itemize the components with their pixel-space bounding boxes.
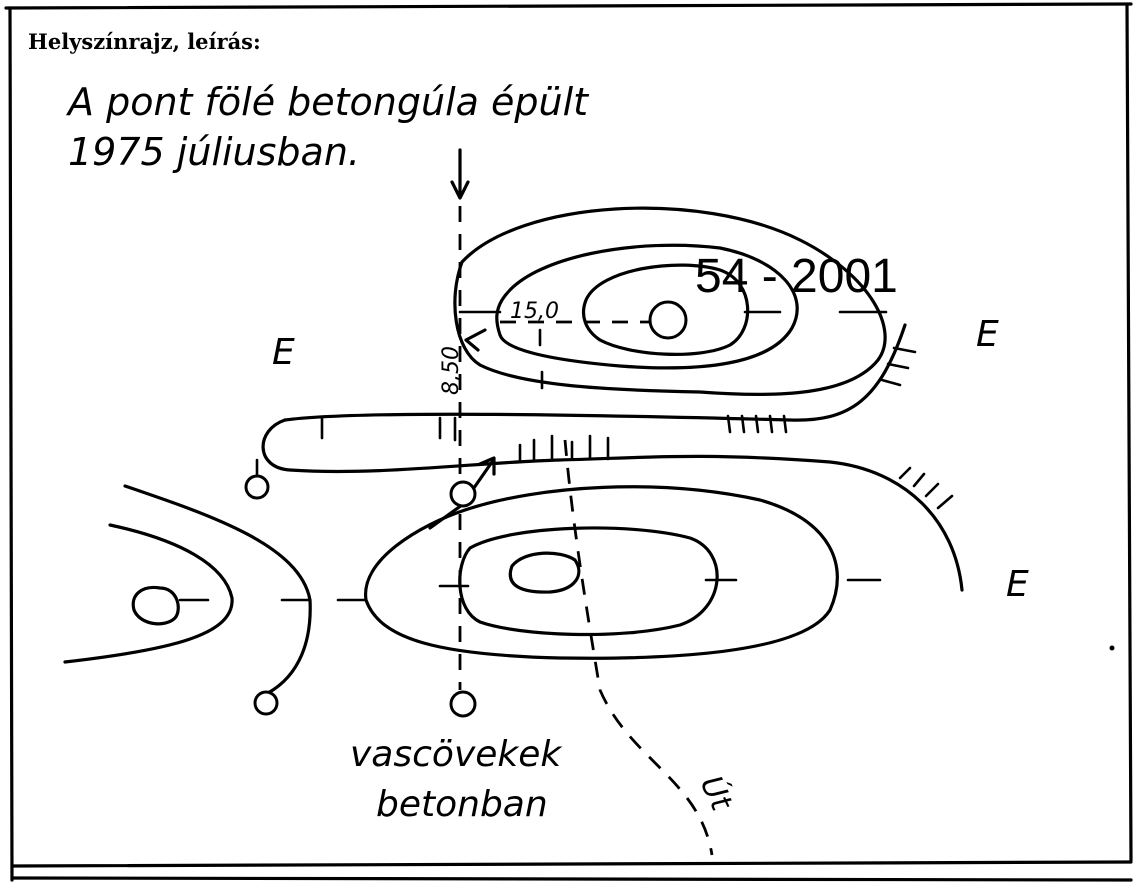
- road-label: Út: [693, 770, 741, 817]
- stake-marker: [449, 690, 477, 718]
- description-line-1: A pont fölé betongúla épült: [65, 80, 590, 124]
- triangulation-point-marker: [648, 300, 688, 340]
- stake-marker: [244, 474, 270, 500]
- markers-caption-line-2: betonban: [376, 784, 548, 825]
- land-use-label: E: [272, 332, 295, 373]
- contour-lines: [63, 206, 964, 695]
- arrow-north: [450, 148, 470, 200]
- contour-upper-inner: [581, 263, 750, 356]
- slope-hatches: [320, 346, 954, 510]
- distance-label-a: 15,0: [510, 299, 559, 324]
- description-line-2: 1975 júliusban.: [68, 130, 360, 174]
- card-frame: [4, 2, 1133, 882]
- contour-lower-outer: [364, 485, 839, 660]
- contour-left-middle: [63, 523, 234, 664]
- contour-left-inner: [131, 585, 180, 626]
- stake-marker: [449, 480, 477, 508]
- distance-label-b: 8,50: [439, 346, 464, 395]
- arrow-measure: [428, 328, 496, 530]
- contour-lower-middle: [458, 526, 719, 637]
- point-id-label: 54 - 2001: [695, 250, 898, 303]
- contour-upper-middle: [495, 243, 799, 370]
- land-use-label: E: [1006, 564, 1029, 605]
- iron-stakes: [244, 458, 477, 718]
- ink-dot: [1109, 645, 1115, 651]
- terrace-line: [283, 323, 907, 422]
- land-use-label: E: [976, 314, 999, 355]
- axis-ticks: [178, 310, 888, 602]
- reference-lines: [458, 150, 714, 856]
- section-heading: Helyszínrajz, leírás:: [28, 29, 261, 54]
- markers-caption-line-1: vascövekek: [350, 734, 563, 775]
- stake-marker: [253, 690, 279, 716]
- contour-upper-outer: [453, 206, 887, 397]
- road-dashed-line: [563, 439, 714, 856]
- terrace-line-lower: [261, 418, 964, 592]
- contour-left-outer: [123, 484, 312, 695]
- contour-lower-inner: [508, 551, 581, 594]
